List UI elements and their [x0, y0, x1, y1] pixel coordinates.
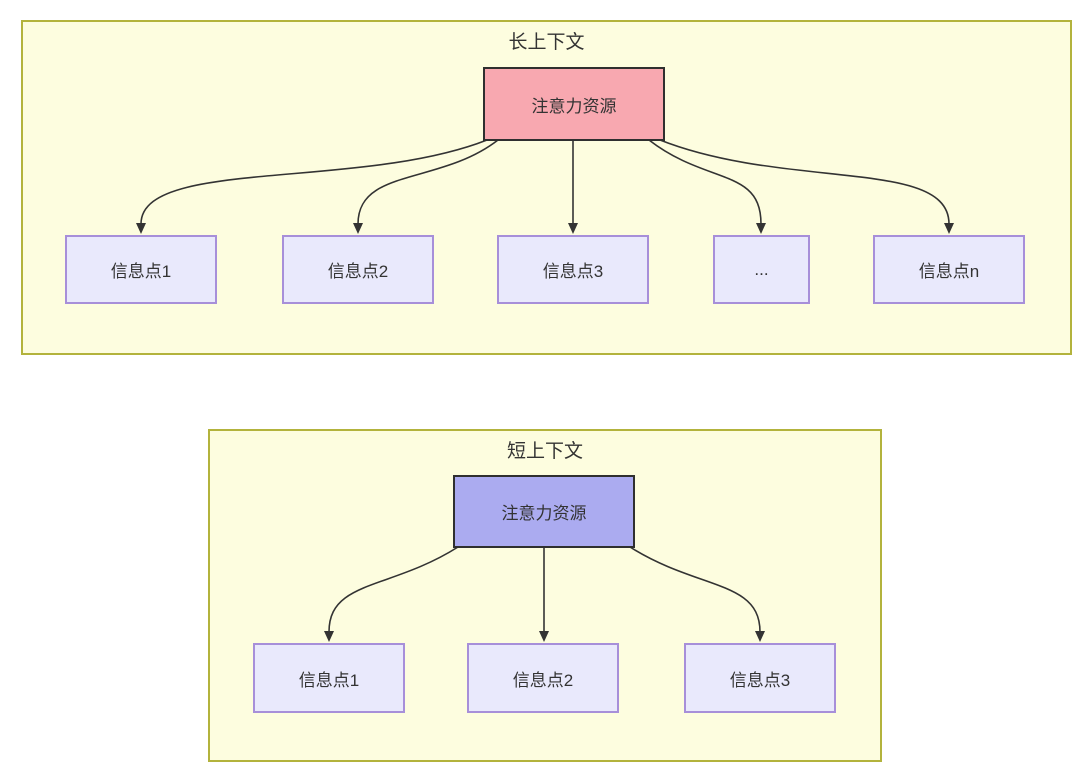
- info-point-1-long: 信息点1: [65, 235, 217, 304]
- info-point-3-short: 信息点3: [684, 643, 836, 713]
- info-point-ellipsis-long: ...: [713, 235, 810, 304]
- info-point-2-short: 信息点2: [467, 643, 619, 713]
- short-context-title: 短上下文: [506, 441, 583, 462]
- info-point-1-short: 信息点1: [253, 643, 405, 713]
- info-point-3-long: 信息点3: [497, 235, 649, 304]
- long-context-title: 长上下文: [508, 32, 585, 53]
- info-point-n-long: 信息点n: [873, 235, 1025, 304]
- attention-resources-node-long: 注意力资源: [483, 67, 665, 141]
- attention-resources-node-short: 注意力资源: [453, 475, 635, 548]
- info-point-2-long: 信息点2: [282, 235, 434, 304]
